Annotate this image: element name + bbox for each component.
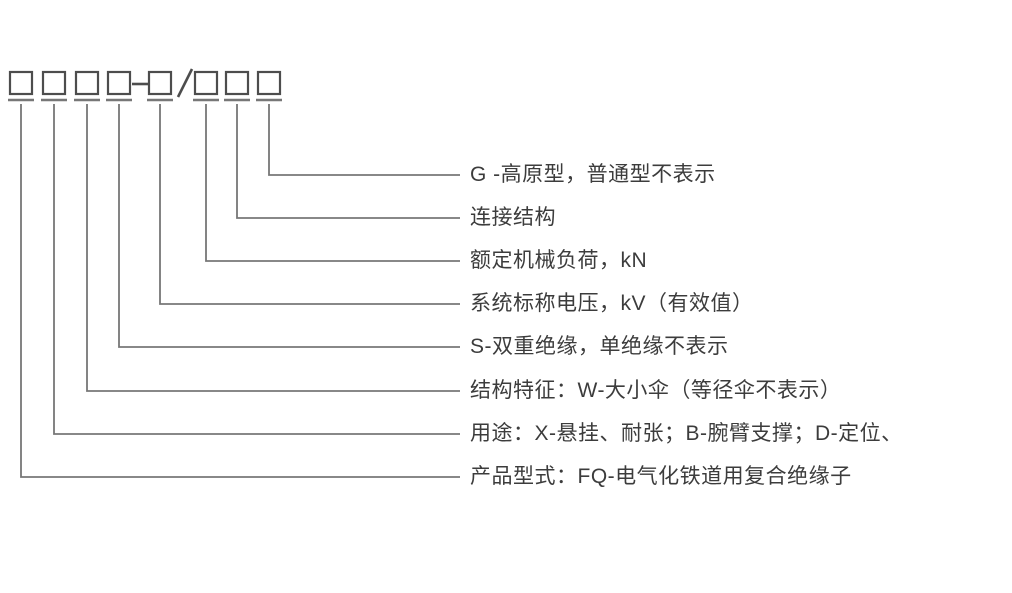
label-product-type: 产品型式：FQ-电气化铁道用复合绝缘子: [470, 465, 852, 488]
model-box-2: [41, 70, 67, 96]
label-connection-structure: 连接结构: [470, 206, 556, 229]
label-usage: 用途：X-悬挂、耐张；B-腕臂支撑；D-定位、: [470, 422, 903, 445]
connector-box5-label4: [159, 104, 460, 305]
label-structure-feature: 结构特征：W-大小伞（等径伞不表示）: [470, 379, 842, 402]
connector-box2-label7: [53, 104, 460, 435]
connector-box4-label5: [118, 104, 460, 348]
model-box-8: [256, 70, 282, 96]
connector-box1-label8: [20, 104, 460, 478]
model-box-5: [147, 70, 173, 96]
label-rated-mechanical-load: 额定机械负荷，kN: [470, 249, 648, 272]
label-nominal-system-voltage: 系统标称电压，kV（有效值）: [470, 292, 754, 315]
connector-box7-label2: [236, 104, 460, 219]
model-box-1: [8, 70, 34, 96]
label-double-insulation: S-双重绝缘，单绝缘不表示: [470, 335, 729, 358]
model-box-4: [106, 70, 132, 96]
connector-box6-label3: [205, 104, 460, 262]
model-box-6: [193, 70, 219, 96]
label-altitude-type: G -高原型，普通型不表示: [470, 163, 716, 186]
connector-box3-label6: [86, 104, 460, 392]
model-box-3: [74, 70, 100, 96]
slash-separator: [176, 68, 194, 98]
model-box-7: [224, 70, 250, 96]
connector-box8-label1: [268, 104, 460, 176]
